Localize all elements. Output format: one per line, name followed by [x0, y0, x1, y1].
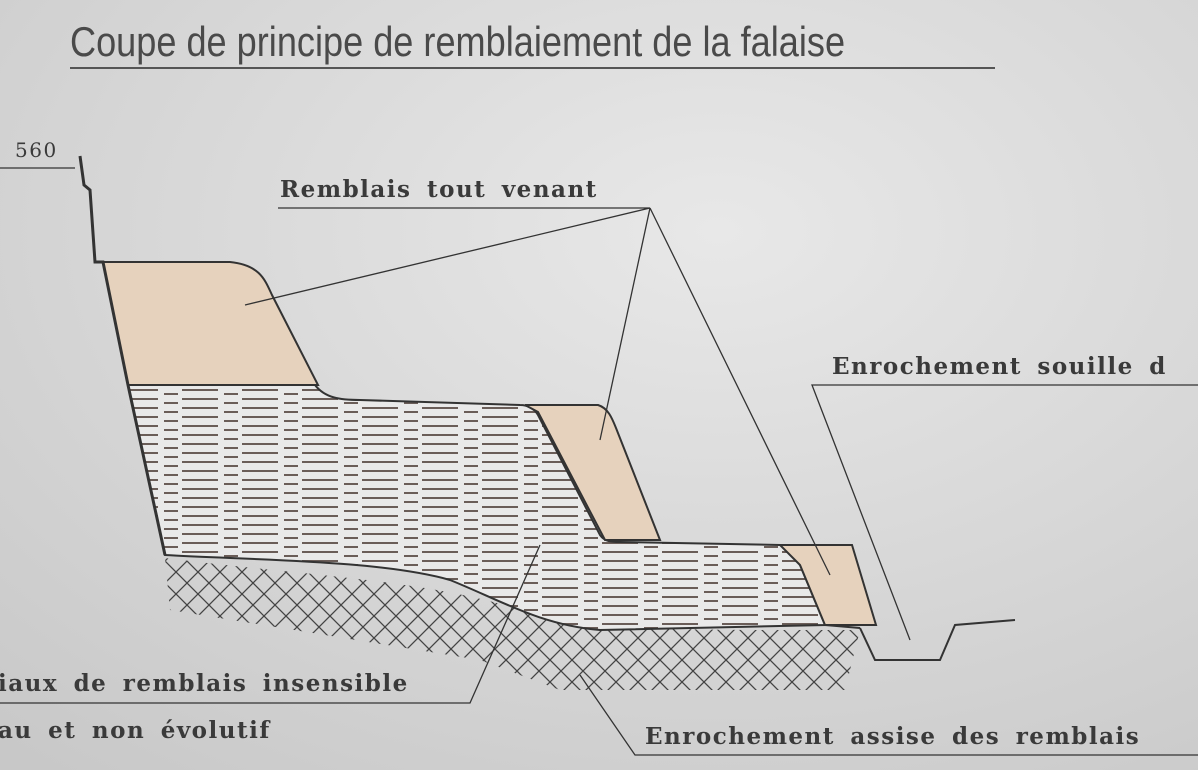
diagram-title: Coupe de principe de remblaiement de la …: [70, 18, 846, 65]
bedrock-hatch: [165, 558, 860, 690]
label-insensible-1: iaux de remblais insensible: [0, 670, 409, 697]
middle-fill-zone: [524, 404, 662, 541]
upper-fill-zone: [101, 261, 320, 386]
label-remblais: Remblais tout venant: [280, 176, 598, 203]
label-souille: Enrochement souille d: [832, 353, 1167, 380]
label-assise: Enrochement assise des remblais: [645, 723, 1141, 750]
leader-lines: [0, 167, 1198, 756]
ground-line: [824, 619, 1016, 661]
label-insensible-2: au et non évolutif: [0, 717, 271, 744]
lower-fill-zone: [777, 544, 878, 626]
cliff-line: [78, 155, 167, 556]
elevation-label: 560: [15, 138, 58, 162]
